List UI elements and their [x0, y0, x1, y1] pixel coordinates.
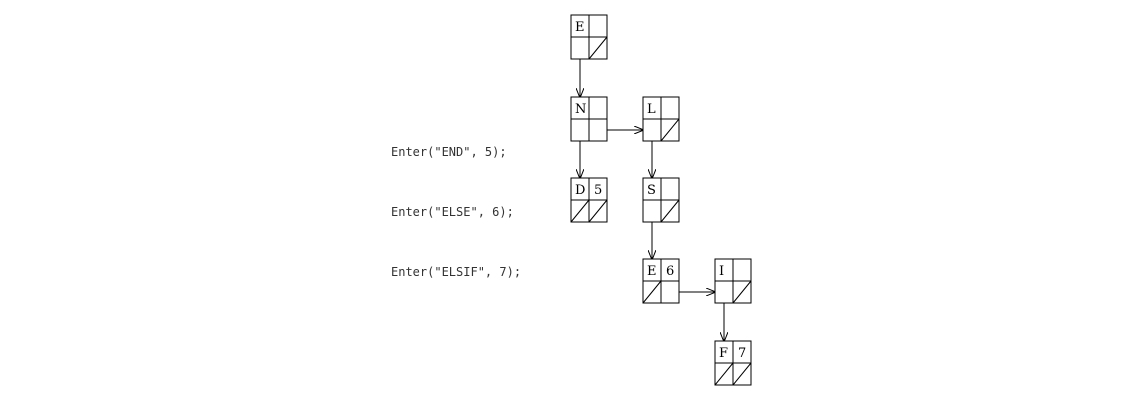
- null-child-slash: [570, 199, 590, 223]
- null-sibling-slash: [732, 280, 752, 304]
- trie-node: E: [570, 14, 608, 60]
- node-char-label: S: [647, 183, 656, 198]
- node-char-label: I: [719, 264, 724, 279]
- node-value-label: 6: [666, 264, 674, 279]
- null-sibling-slash: [732, 362, 752, 386]
- null-sibling-slash: [588, 199, 608, 223]
- node-char-label: D: [575, 183, 585, 198]
- null-child-slash: [642, 280, 662, 304]
- node-value-label: 5: [594, 183, 602, 198]
- node-value-label: 7: [738, 346, 746, 361]
- null-sibling-slash: [660, 118, 680, 142]
- trie-node: L: [642, 96, 680, 142]
- code-listing: Enter("END", 5); Enter("ELSE", 6); Enter…: [391, 102, 521, 302]
- node-char-label: N: [575, 102, 586, 117]
- null-sibling-slash: [660, 199, 680, 223]
- node-char-label: E: [647, 264, 657, 279]
- null-child-slash: [714, 362, 734, 386]
- trie-node: N: [570, 96, 608, 142]
- null-sibling-slash: [588, 36, 608, 60]
- trie-node: I: [714, 258, 752, 304]
- code-line: Enter("END", 5);: [391, 145, 507, 159]
- node-char-label: E: [575, 20, 585, 35]
- trie-node: S: [642, 177, 680, 223]
- code-line: Enter("ELSIF", 7);: [391, 265, 522, 279]
- node-char-label: L: [647, 102, 656, 117]
- node-char-label: F: [719, 346, 728, 361]
- code-line: Enter("ELSE", 6);: [391, 205, 514, 219]
